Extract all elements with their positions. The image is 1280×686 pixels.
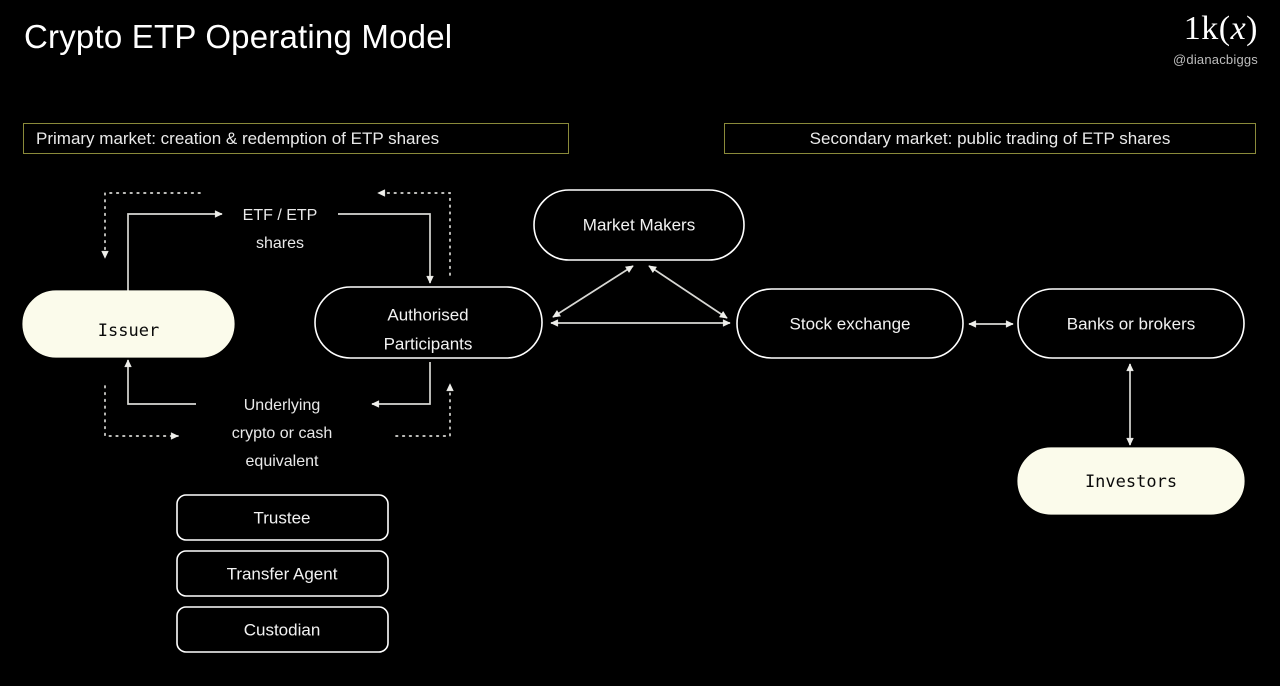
node-issuer-label: Issuer [98, 321, 159, 341]
edge-issuer-to-shares-label [127, 210, 223, 292]
edge-issuer-to-ap-dotted-lower-left [104, 385, 179, 440]
edge-label-etf-etp-shares: ETF / ETP shares [243, 207, 318, 252]
node-market-makers-label: Market Makers [583, 215, 695, 234]
node-investors-label: Investors [1085, 472, 1177, 492]
edge-label-underlying-line2: crypto or cash [232, 425, 332, 442]
edge-market-makers-stock-exchange [648, 265, 728, 319]
node-stock-exchange[interactable]: Stock exchange [736, 288, 964, 359]
edge-shares-label-to-authorised-participants [338, 213, 434, 284]
edge-ap-to-underlying-label [371, 362, 431, 408]
node-authorised-participants-label-line1: Authorised [387, 305, 468, 324]
node-issuer[interactable]: Issuer [22, 290, 235, 358]
secondary-market-label: Secondary market: public trading of ETP … [724, 123, 1256, 154]
node-transfer-agent-shape [176, 550, 389, 597]
node-trustee[interactable]: Trustee [176, 494, 389, 541]
edge-label-underlying-crypto: Underlying crypto or cash equivalent [232, 397, 332, 470]
node-banks-or-brokers[interactable]: Banks or brokers [1017, 288, 1245, 359]
node-stock-exchange-label: Stock exchange [790, 314, 911, 333]
page-title: Crypto ETP Operating Model [24, 18, 453, 55]
edge-ap-to-issuer-dotted-upper-right [377, 189, 451, 276]
brand-handle: @dianacbiggs [1173, 52, 1258, 67]
node-investors-shape [1017, 447, 1245, 515]
node-market-makers[interactable]: Market Makers [533, 189, 745, 261]
edge-label-shares-line2: shares [256, 235, 304, 252]
node-transfer-agent[interactable]: Transfer Agent [176, 550, 389, 597]
node-authorised-participants-label-line2: Participants [384, 334, 473, 353]
node-stock-exchange-shape [736, 288, 964, 359]
brand-logo-italic: x [1230, 10, 1247, 47]
brand-logo-prefix: 1k( [1183, 10, 1231, 47]
node-banks-or-brokers-shape [1017, 288, 1245, 359]
edge-underlying-label-to-issuer [124, 359, 196, 405]
brand-logo: 1k(x) [1173, 12, 1258, 46]
node-trustee-label: Trustee [253, 508, 310, 527]
edge-label-underlying-line3: equivalent [246, 453, 320, 470]
edge-label-underlying-line1: Underlying [244, 397, 320, 414]
primary-market-label: Primary market: creation & redemption of… [23, 123, 569, 154]
edge-label-shares-line1: ETF / ETP [243, 207, 318, 224]
node-investors[interactable]: Investors [1017, 447, 1245, 515]
node-authorised-participants[interactable]: Authorised Participants [314, 286, 543, 359]
node-transfer-agent-label: Transfer Agent [227, 564, 338, 583]
node-custodian[interactable]: Custodian [176, 606, 389, 653]
node-banks-or-brokers-label: Banks or brokers [1067, 314, 1196, 333]
brand-logo-suffix: ) [1246, 10, 1258, 47]
node-custodian-label: Custodian [244, 620, 321, 639]
edge-ap-market-makers [552, 265, 634, 318]
node-market-makers-shape [533, 189, 745, 261]
node-authorised-participants-shape [314, 286, 543, 359]
edge-issuer-to-ap-dotted-lower-right [395, 383, 454, 437]
node-custodian-shape [176, 606, 389, 653]
edge-ap-to-issuer-dotted-upper-left [101, 192, 201, 259]
node-issuer-shape [22, 290, 235, 358]
brand-block: 1k(x) @dianacbiggs [1173, 12, 1258, 68]
node-trustee-shape [176, 494, 389, 541]
